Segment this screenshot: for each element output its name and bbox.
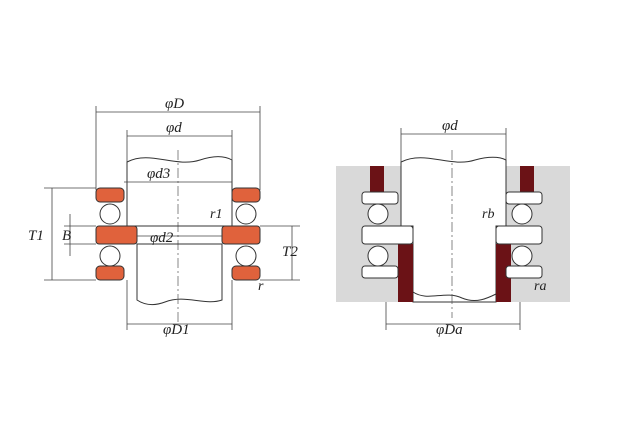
- left-shaft-washer-right: [221, 225, 261, 245]
- label-right-phi-Da: φDa: [436, 322, 463, 338]
- right-shaft-washer-right: [495, 225, 543, 245]
- left-bottom-washer-right: [231, 265, 261, 281]
- label-T2: T2: [282, 244, 298, 260]
- right-housing-wall-right: [520, 166, 534, 192]
- right-housing-wall-left: [370, 166, 384, 192]
- label-ra: ra: [534, 279, 546, 294]
- left-bottom-washer-left: [95, 265, 125, 281]
- right-bearing-diagram: φd φDa rb ra: [336, 118, 570, 338]
- left-ball-upper-right: [235, 203, 257, 225]
- label-phi-D: φD: [165, 96, 184, 112]
- label-rb: rb: [482, 207, 494, 222]
- right-top-washer-left: [361, 191, 399, 205]
- left-shaft-upper: [126, 156, 233, 227]
- left-bearing-diagram: φD φd φd3 φd2 φD1 T1 B T2 r1 r: [28, 96, 300, 338]
- label-B: B: [62, 228, 71, 244]
- label-phi-d2: φd2: [150, 230, 174, 246]
- label-T1: T1: [28, 228, 44, 244]
- right-bottom-washer-left: [361, 265, 399, 279]
- right-shaft-bottom: [412, 291, 497, 303]
- label-phi-d3: φd3: [147, 166, 170, 182]
- left-shaft-lower: [136, 243, 223, 306]
- right-ball-lower-left: [367, 245, 389, 267]
- right-ball-upper-left: [367, 203, 389, 225]
- right-ball-lower-right: [511, 245, 533, 267]
- label-r: r: [258, 279, 264, 294]
- label-phi-d: φd: [166, 120, 182, 136]
- left-ball-upper-left: [99, 203, 121, 225]
- label-phi-D1: φD1: [163, 322, 190, 338]
- right-bottom-washer-right: [505, 265, 543, 279]
- left-dimensions: [44, 106, 300, 330]
- label-r1: r1: [210, 207, 222, 222]
- right-housing-shoulder-right: [496, 244, 511, 302]
- right-dimensions: [385, 128, 521, 330]
- left-ball-lower-right: [235, 245, 257, 267]
- left-top-washer-left: [95, 187, 125, 203]
- right-shaft: [400, 156, 507, 303]
- right-shaft-washer-left: [361, 225, 414, 245]
- right-ball-upper-right: [511, 203, 533, 225]
- right-top-washer-right: [505, 191, 543, 205]
- label-right-phi-d: φd: [442, 118, 458, 134]
- right-housing-shoulder-left: [398, 244, 413, 302]
- left-top-washer-right: [231, 187, 261, 203]
- left-ball-lower-left: [99, 245, 121, 267]
- left-shaft-washer-left: [95, 225, 138, 245]
